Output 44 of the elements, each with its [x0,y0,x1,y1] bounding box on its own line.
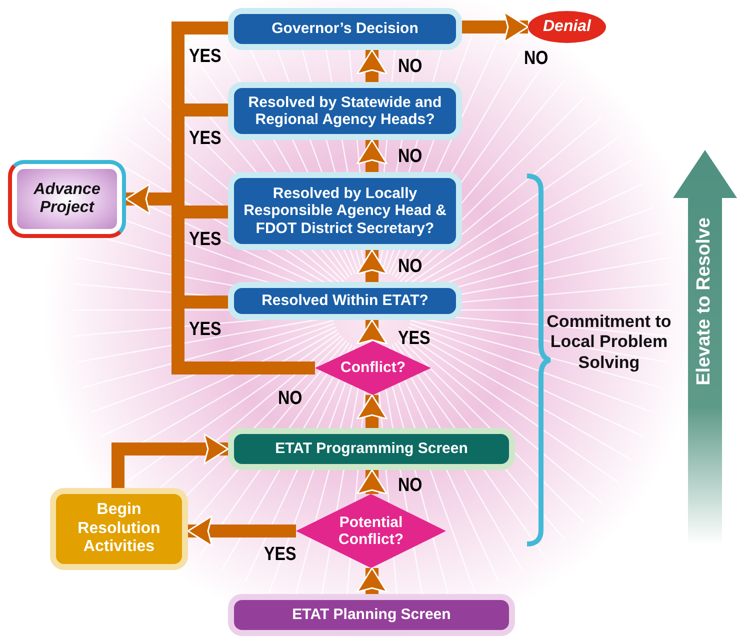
node-label: Resolved by Statewide and Regional Agency Heads? [247,94,443,128]
process-box [50,488,188,570]
edge-label: NO [398,256,422,278]
bracket-label: Commitment to Local Problem Solving [546,312,672,374]
node-label: Potential Conflict? [338,514,404,548]
decision-diamond [296,494,446,568]
node-label: Begin Resolution Activities [76,501,162,557]
node-label: ETAT Planning Screen [292,606,451,624]
node-label: Conflict? [340,359,406,377]
edge-label: NO [398,56,422,78]
process-box [228,172,462,250]
process-box [228,428,515,470]
edge-label: YES [264,544,296,566]
flow-arrow [356,469,388,495]
arrow-label: Elevate to Resolve [694,216,716,388]
edge-label: YES [189,46,222,68]
node-label: Advance Project [32,180,102,218]
process-box [228,594,515,636]
flow-arrow [356,139,388,172]
edge-label: YES [189,229,222,251]
node-label: Resolved by Locally Responsible Agency Head & FDOT District Secretary? [242,185,448,237]
flow-arrow [462,11,529,43]
flow-arrow [112,433,229,488]
process-box [228,8,462,50]
edge-label: NO [398,475,422,497]
flow-arrow [356,394,388,428]
node-label: Resolved Within ETAT? [262,292,428,310]
process-box [228,282,462,320]
outcome-box [8,160,126,238]
node-label: Denial [542,18,591,36]
edge-label: YES [189,128,222,150]
edge-label: NO [278,388,302,410]
flow-arrow [356,49,388,82]
flow-arrow [187,515,296,547]
flow-arrow [356,319,388,345]
edge-label: YES [189,319,222,341]
edge-label: YES [398,328,430,350]
node-label: ETAT Programming Screen [275,440,468,458]
node-label: Governor’s Decision [272,20,418,38]
flow-arrow [356,567,388,594]
process-box [228,82,462,140]
edge-label: NO [398,146,422,168]
edge-label: NO [524,48,548,70]
flow-arrow [356,249,388,282]
